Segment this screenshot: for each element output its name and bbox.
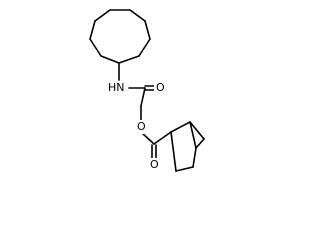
ester-carbonyl-o-background	[148, 158, 160, 172]
bond	[89, 20, 96, 40]
bond	[175, 166, 194, 172]
bond	[118, 55, 140, 64]
amide-linker	[118, 62, 157, 122]
bond	[89, 38, 102, 57]
bond	[170, 121, 191, 133]
ester-o-background	[135, 120, 147, 134]
amide-carbonyl-o-background	[154, 81, 166, 95]
bond	[192, 147, 197, 168]
amide-nh-background	[107, 81, 127, 95]
bond	[138, 38, 151, 57]
ester-carbonyl-o-label: O	[150, 158, 159, 171]
molecule-structure: HN O O O	[89, 9, 205, 172]
atom-labels: HN O O O	[107, 81, 166, 172]
bond	[189, 121, 205, 140]
amide-carbonyl-o-label: O	[156, 81, 165, 94]
bond	[189, 121, 197, 149]
bond	[129, 9, 146, 22]
bond	[144, 20, 151, 40]
cyclooctane-ring	[89, 9, 151, 64]
bond	[100, 55, 120, 64]
bond	[170, 131, 177, 172]
bond-carbonyl-ch2	[140, 87, 146, 107]
ester-o-label: O	[137, 120, 146, 133]
ester-group	[140, 131, 172, 161]
amide-nh-label: HN	[108, 81, 125, 94]
bond	[94, 9, 111, 22]
bond-carbonyl-bicycle	[153, 131, 172, 145]
norbornane-ring	[170, 121, 205, 172]
bond	[195, 138, 205, 149]
